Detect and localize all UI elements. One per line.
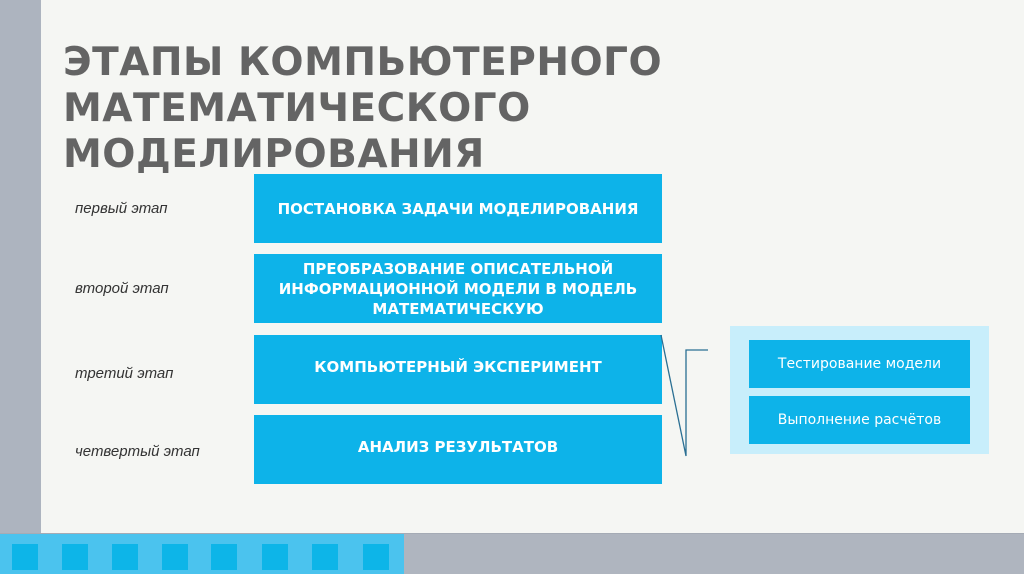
stage-label-2: второй этап: [75, 280, 169, 297]
experiment-substeps-panel: Тестирование модели Выполнение расчётов: [730, 326, 989, 454]
decor-square-icon: [12, 544, 38, 570]
decor-square-icon: [363, 544, 389, 570]
decor-square-icon: [162, 544, 188, 570]
stage-label-3: третий этап: [75, 365, 174, 382]
substep-model-testing: Тестирование модели: [749, 340, 970, 388]
stage-label-4: четвертый этап: [75, 443, 200, 460]
stage-label-1: первый этап: [75, 200, 168, 217]
stage-box-text: ПРЕОБРАЗОВАНИЕ ОПИСАТЕЛЬНОЙ ИНФОРМАЦИОНН…: [278, 259, 638, 318]
decor-square-icon: [62, 544, 88, 570]
decor-square-icon: [312, 544, 338, 570]
stage-box-text: КОМПЬЮТЕРНЫЙ ЭКСПЕРИМЕНТ: [314, 358, 602, 376]
left-decorative-bar: [0, 0, 41, 533]
decor-square-icon: [112, 544, 138, 570]
bottom-decorative-strip: [0, 533, 1024, 574]
decor-square-icon: [262, 544, 288, 570]
decor-square-icon: [211, 544, 237, 570]
title-line-1: ЭТАПЫ КОМПЬЮТЕРНОГО: [63, 40, 663, 85]
stage-box-results-analysis: АНАЛИЗ РЕЗУЛЬТАТОВ: [254, 415, 662, 484]
slide-title: ЭТАПЫ КОМПЬЮТЕРНОГО МАТЕМАТИЧЕСКОГО МОДЕ…: [63, 40, 963, 178]
connector-bracket-icon: [660, 334, 708, 457]
stage-box-model-transformation: ПРЕОБРАЗОВАНИЕ ОПИСАТЕЛЬНОЙ ИНФОРМАЦИОНН…: [254, 254, 662, 323]
stage-box-text: АНАЛИЗ РЕЗУЛЬТАТОВ: [357, 438, 559, 456]
substep-calculations: Выполнение расчётов: [749, 396, 970, 444]
substep-text: Тестирование модели: [777, 356, 942, 372]
stage-box-text: ПОСТАНОВКА ЗАДАЧИ МОДЕЛИРОВАНИЯ: [277, 199, 639, 218]
stage-box-problem-statement: ПОСТАНОВКА ЗАДАЧИ МОДЕЛИРОВАНИЯ: [254, 174, 662, 243]
title-line-2: МАТЕМАТИЧЕСКОГО МОДЕЛИРОВАНИЯ: [63, 86, 531, 177]
bottom-blue-band: [0, 534, 404, 574]
substep-text: Выполнение расчётов: [777, 412, 942, 428]
stage-box-computer-experiment: КОМПЬЮТЕРНЫЙ ЭКСПЕРИМЕНТ: [254, 335, 662, 404]
